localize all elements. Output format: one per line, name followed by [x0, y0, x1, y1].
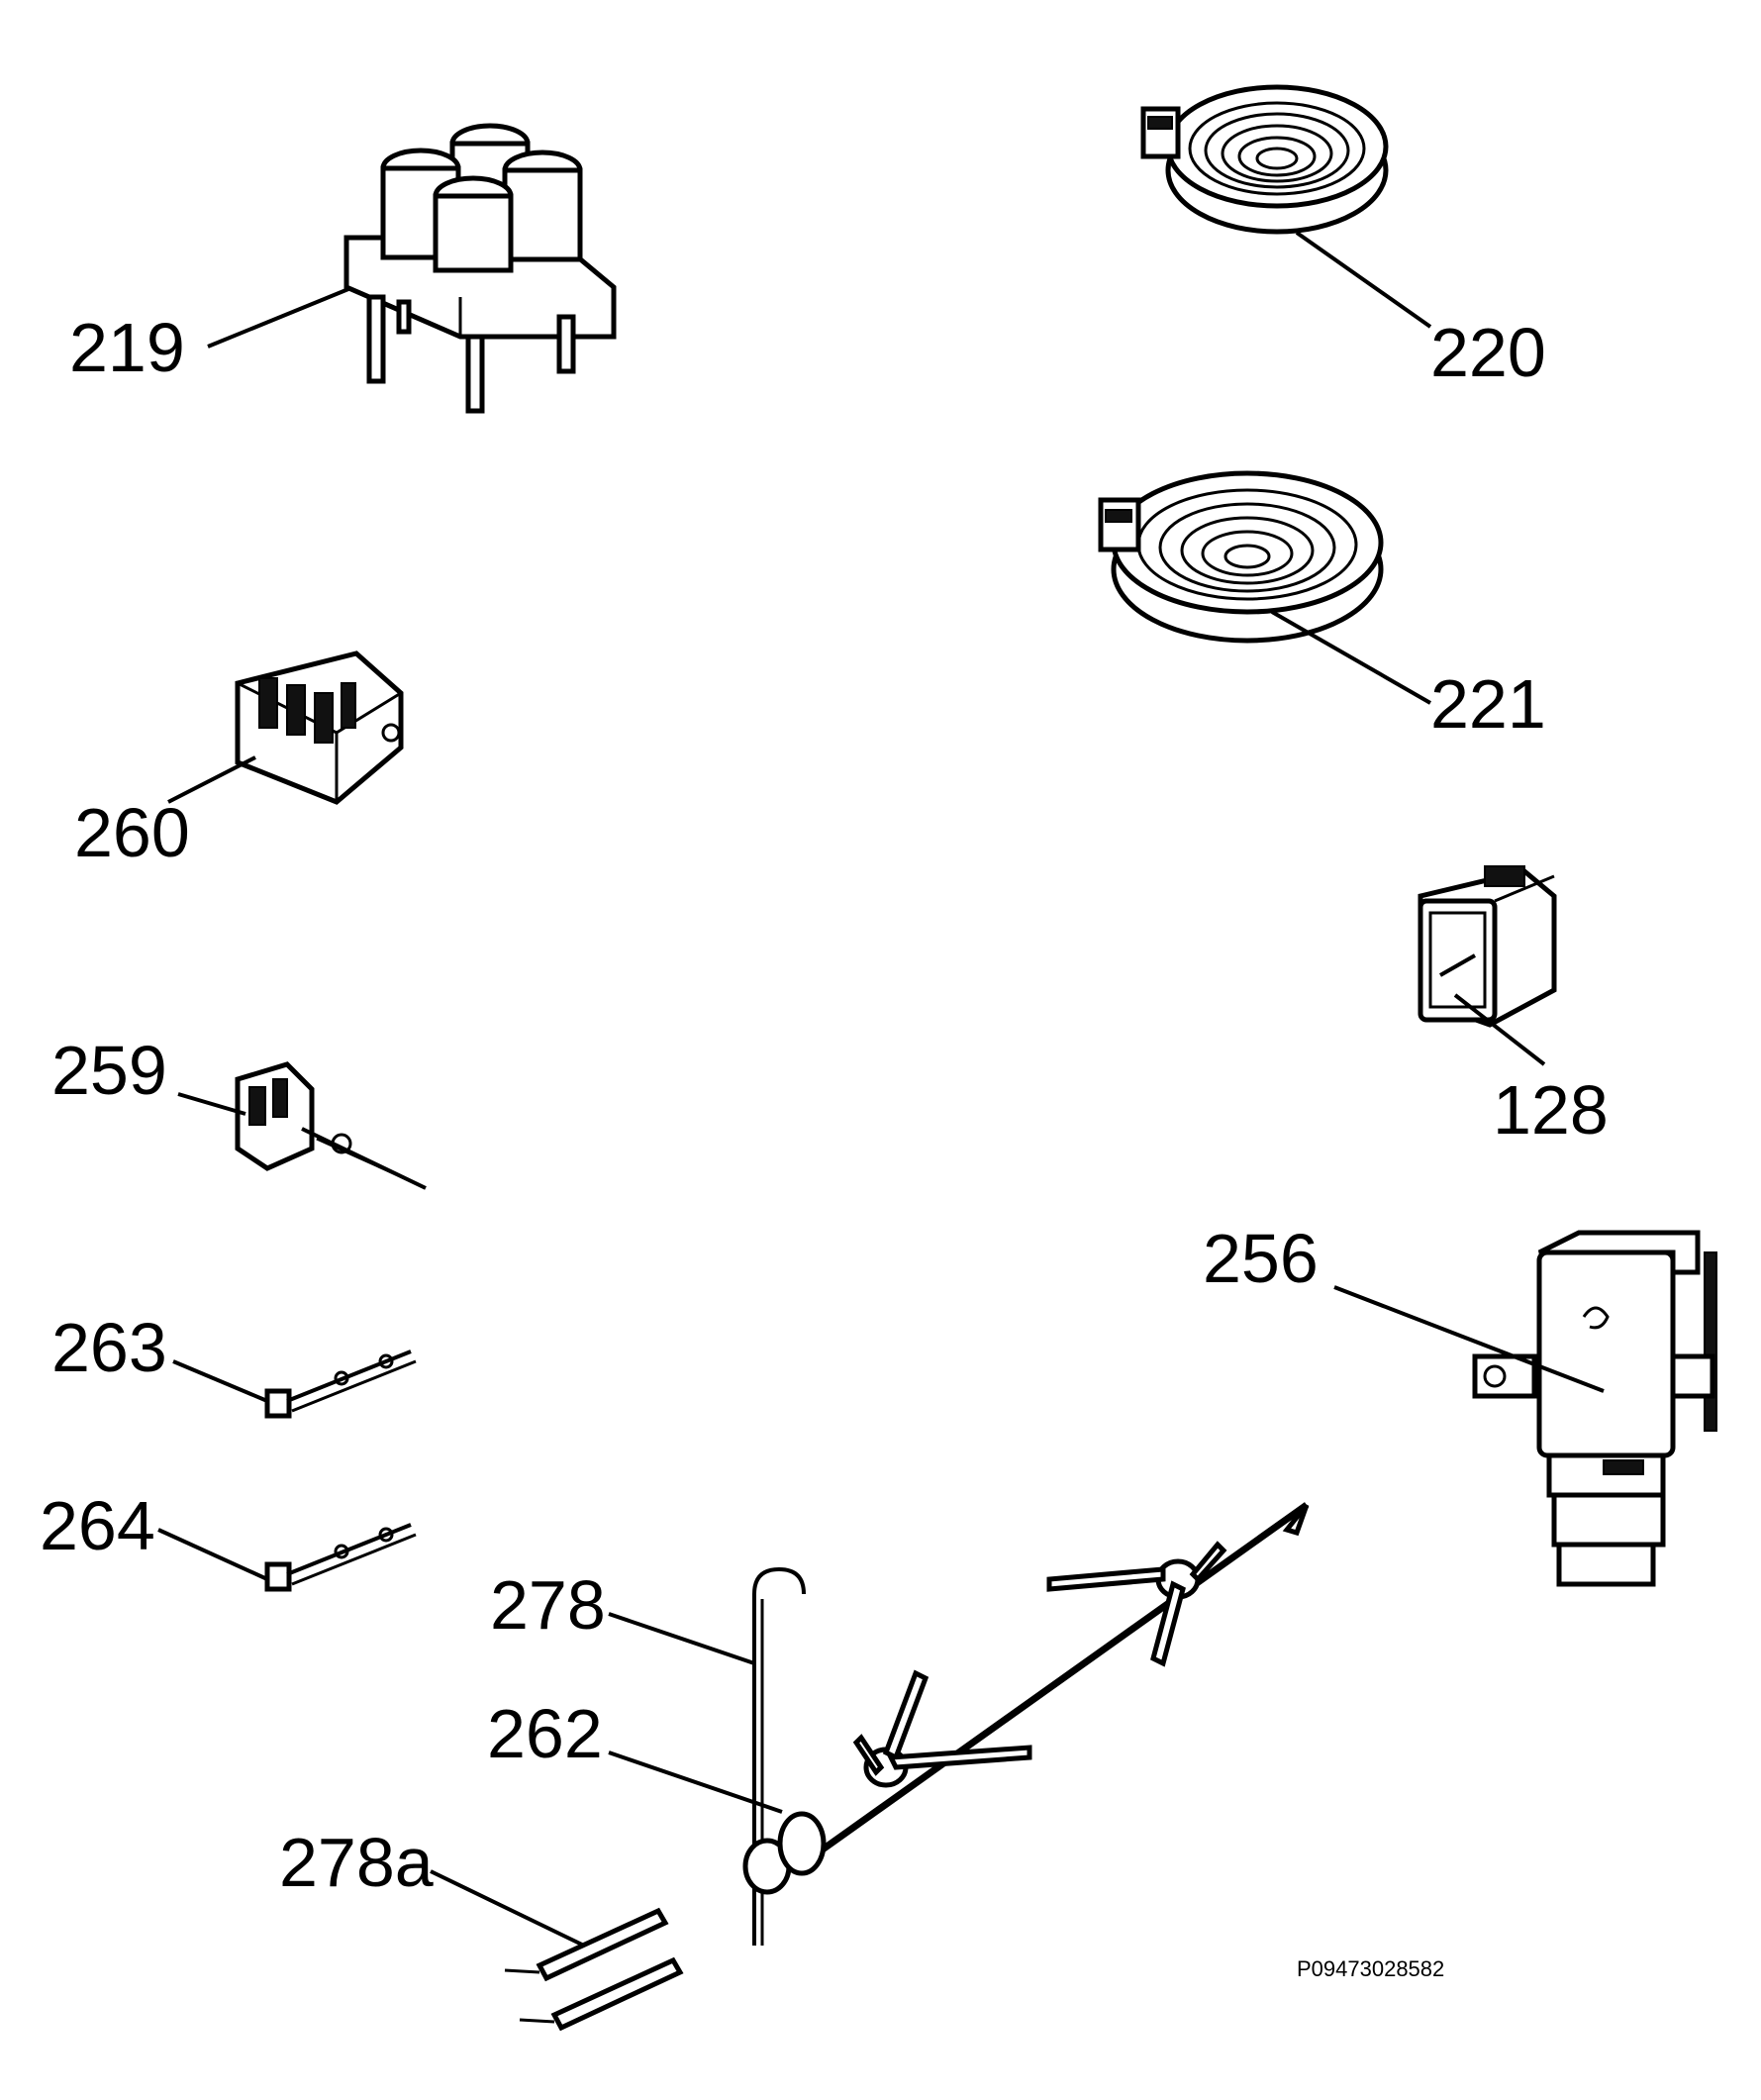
leader-line-259: [177, 1092, 246, 1116]
callout-278: 278: [490, 1566, 606, 1644]
callout-259: 259: [51, 1032, 167, 1109]
callout-219: 219: [69, 309, 185, 386]
drawing-code: P09473028582: [1297, 1956, 1444, 1981]
leader-line-221: [1271, 610, 1431, 705]
callout-260: 260: [74, 794, 190, 871]
part-264-terminal-connector: [264, 1523, 417, 1592]
leader-line-219: [207, 287, 349, 349]
callout-263: 263: [51, 1309, 167, 1386]
part-262-rotisserie-spit: [742, 1502, 1310, 1895]
callout-262: 262: [487, 1695, 603, 1772]
leader-line-278a: [430, 1869, 585, 1948]
part-260-selector-switch: [235, 650, 404, 805]
leader-line-220: [1295, 231, 1432, 329]
callout-220: 220: [1430, 314, 1546, 391]
leader-line-278: [608, 1612, 755, 1665]
part-128-energy-regulator: [1418, 865, 1557, 1028]
leader-line-256: [1333, 1285, 1605, 1393]
leader-line-128: [1453, 993, 1546, 1066]
leader-line-260: [167, 755, 256, 804]
part-219-capacitor-block: [343, 123, 617, 414]
part-263-terminal-connector: [264, 1350, 417, 1419]
part-221-hotplate: [1098, 470, 1384, 644]
part-256-rotisserie-motor: [1472, 1230, 1717, 1587]
part-278a-spit-rods: [504, 1907, 684, 2032]
callout-128: 128: [1493, 1071, 1609, 1149]
callout-221: 221: [1430, 665, 1546, 743]
leader-line-263: [172, 1359, 268, 1403]
leader-line-264: [157, 1528, 268, 1581]
callout-256: 256: [1203, 1220, 1319, 1297]
callout-264: 264: [40, 1487, 155, 1564]
part-220-hotplate: [1140, 84, 1389, 235]
callout-278a: 278a: [279, 1824, 434, 1901]
leader-line-262: [608, 1750, 783, 1814]
part-259-thermostat: [235, 1061, 427, 1190]
